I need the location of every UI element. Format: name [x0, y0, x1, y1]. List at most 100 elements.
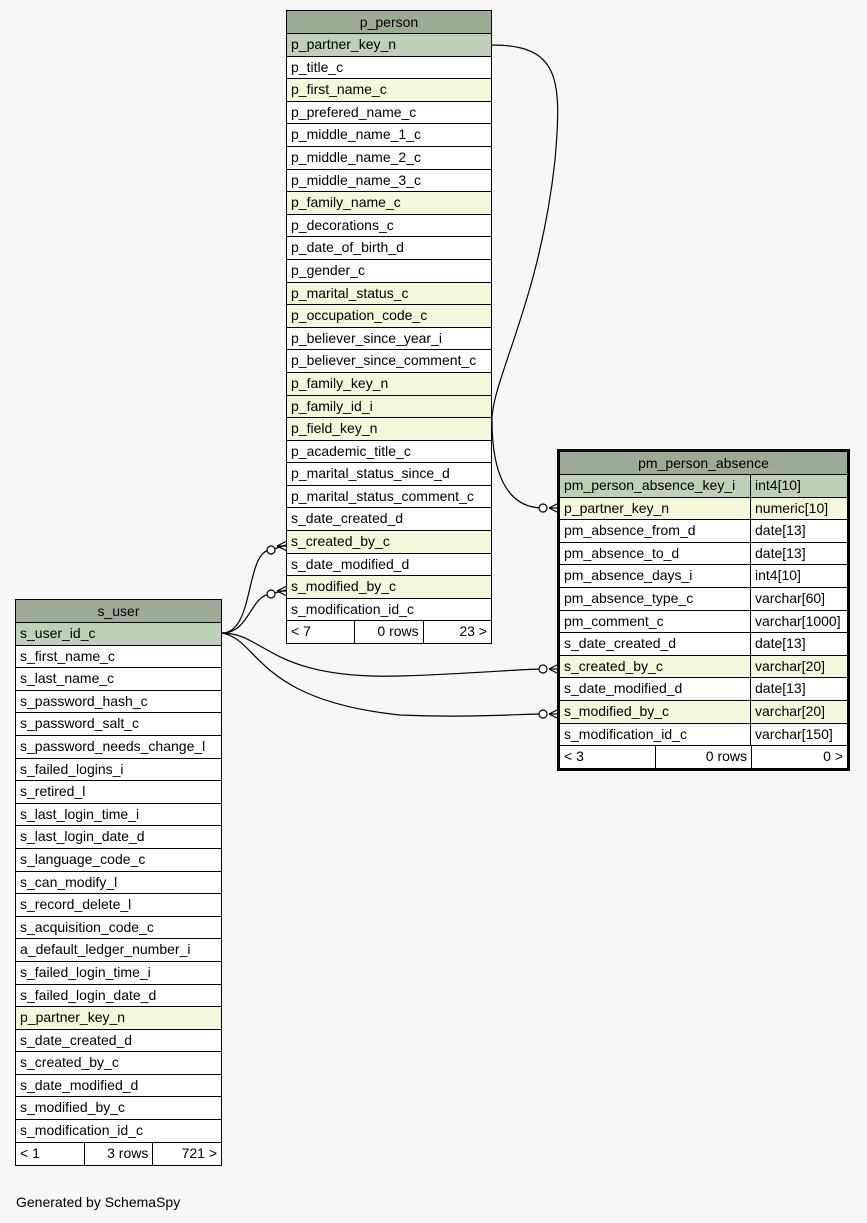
column-name[interactable]: s_modification_id_c [20, 1122, 143, 1139]
footer-children[interactable]: 0 > [751, 746, 847, 769]
column-name[interactable]: s_retired_l [20, 783, 86, 800]
column-row[interactable]: s_password_needs_change_l [16, 735, 221, 759]
column-name[interactable]: s_last_login_time_i [20, 805, 140, 822]
column-name[interactable]: s_modified_by_c [564, 702, 670, 719]
table-title[interactable]: pm_person_absence [560, 452, 847, 475]
column-name[interactable]: s_date_modified_d [20, 1076, 139, 1093]
column-row[interactable]: p_family_id_i [287, 395, 491, 419]
column-row[interactable]: p_occupation_code_c [287, 305, 491, 328]
column-name[interactable]: pm_absence_type_c [564, 589, 694, 606]
column-name[interactable]: s_created_by_c [564, 657, 663, 674]
column-name[interactable]: p_partner_key_n [564, 499, 670, 516]
column-row[interactable]: s_modification_id_c [16, 1120, 221, 1143]
column-name[interactable]: p_first_name_c [291, 81, 387, 98]
column-row[interactable]: p_title_c [287, 56, 491, 80]
column-row[interactable]: p_believer_since_comment_c [287, 350, 491, 373]
column-row[interactable]: p_date_of_birth_d [287, 237, 491, 260]
column-name[interactable]: s_modified_by_c [291, 578, 397, 595]
footer-children[interactable]: 721 > [152, 1142, 221, 1165]
column-row[interactable]: s_retired_l [16, 781, 221, 804]
column-name[interactable]: s_failed_logins_i [20, 760, 124, 777]
column-name[interactable]: s_failed_login_time_i [20, 963, 151, 980]
column-row[interactable]: p_partner_key_n [287, 34, 491, 57]
column-row[interactable]: p_field_key_n [287, 418, 491, 441]
column-name[interactable]: p_partner_key_n [20, 1009, 126, 1026]
column-name[interactable]: s_modification_id_c [291, 600, 414, 617]
column-name[interactable]: s_last_login_date_d [20, 828, 145, 845]
column-row[interactable]: s_created_by_c [16, 1052, 221, 1075]
column-name[interactable]: s_first_name_c [20, 647, 115, 664]
column-row[interactable]: s_can_modify_l [16, 871, 221, 895]
column-row[interactable]: s_modified_by_c [287, 576, 491, 599]
column-name[interactable]: s_created_by_c [20, 1054, 119, 1071]
column-row[interactable]: p_believer_since_year_i [287, 327, 491, 351]
column-row[interactable]: s_password_salt_c [16, 713, 221, 736]
column-name[interactable]: p_marital_status_c [291, 284, 409, 301]
column-name[interactable]: p_family_name_c [291, 194, 401, 211]
column-name[interactable]: s_acquisition_code_c [20, 918, 154, 935]
column-name[interactable]: p_partner_key_n [291, 36, 397, 52]
column-name[interactable]: p_occupation_code_c [291, 307, 428, 324]
column-row[interactable]: s_failed_logins_i [16, 758, 221, 782]
column-name[interactable]: p_academic_title_c [291, 442, 411, 459]
column-name[interactable]: pm_person_absence_key_i [564, 477, 736, 493]
column-name[interactable]: p_field_key_n [291, 420, 378, 437]
column-row[interactable]: s_last_login_time_i [16, 803, 221, 827]
column-row[interactable]: p_decorations_c [287, 214, 491, 238]
column-row[interactable]: p_marital_status_c [287, 282, 491, 306]
column-name[interactable]: s_user_id_c [20, 625, 96, 641]
column-row[interactable]: p_middle_name_2_c [287, 146, 491, 170]
column-row[interactable]: p_marital_status_since_d [287, 463, 491, 486]
column-name[interactable]: s_password_salt_c [20, 715, 140, 732]
column-row[interactable]: s_password_hash_c [16, 690, 221, 714]
column-name[interactable]: p_family_key_n [291, 374, 389, 391]
column-row[interactable]: p_family_name_c [287, 192, 491, 215]
column-row[interactable]: s_first_name_c [16, 645, 221, 669]
column-name[interactable]: s_date_created_d [291, 510, 404, 527]
table-title[interactable]: p_person [287, 11, 491, 34]
column-name[interactable]: p_marital_status_since_d [291, 465, 450, 482]
column-name[interactable]: s_date_modified_d [564, 680, 683, 697]
column-row[interactable]: s_failed_login_date_d [16, 984, 221, 1008]
column-name[interactable]: s_created_by_c [291, 533, 390, 550]
column-row[interactable]: s_date_created_d [287, 508, 491, 532]
column-name[interactable]: s_failed_login_date_d [20, 986, 157, 1003]
column-name[interactable]: s_modified_by_c [20, 1099, 126, 1116]
column-name[interactable]: p_gender_c [291, 261, 365, 278]
column-row[interactable]: s_acquisition_code_c [16, 916, 221, 940]
column-row[interactable]: a_default_ledger_number_i [16, 939, 221, 962]
column-row[interactable]: s_date_modified_d [16, 1074, 221, 1098]
column-name[interactable]: pm_absence_to_d [564, 544, 680, 561]
column-row[interactable]: s_date_modified_d [287, 553, 491, 577]
column-name[interactable]: s_modification_id_c [564, 725, 687, 742]
column-name[interactable]: s_date_modified_d [291, 555, 410, 572]
column-name[interactable]: p_middle_name_1_c [291, 126, 421, 143]
column-name[interactable]: p_family_id_i [291, 397, 373, 414]
column-row[interactable]: s_created_by_c [287, 531, 491, 554]
column-name[interactable]: p_believer_since_comment_c [291, 352, 477, 369]
footer-parents[interactable]: < 1 [20, 1144, 40, 1161]
column-name[interactable]: s_last_name_c [20, 670, 115, 687]
column-row[interactable]: s_last_login_date_d [16, 826, 221, 849]
footer-children[interactable]: 23 > [422, 621, 491, 644]
column-name[interactable]: p_decorations_c [291, 216, 394, 233]
column-row[interactable]: s_modification_id_c [287, 598, 491, 622]
table-pm-person-absence[interactable]: pm_person_absence pm_person_absence_key_… [557, 449, 850, 772]
column-name[interactable]: s_can_modify_l [20, 873, 118, 890]
column-row[interactable]: s_record_delete_l [16, 894, 221, 917]
column-name[interactable]: s_date_created_d [564, 635, 677, 652]
column-row[interactable]: p_middle_name_1_c [287, 124, 491, 147]
column-name[interactable]: s_language_code_c [20, 850, 146, 867]
column-row[interactable]: p_marital_status_comment_c [287, 485, 491, 509]
